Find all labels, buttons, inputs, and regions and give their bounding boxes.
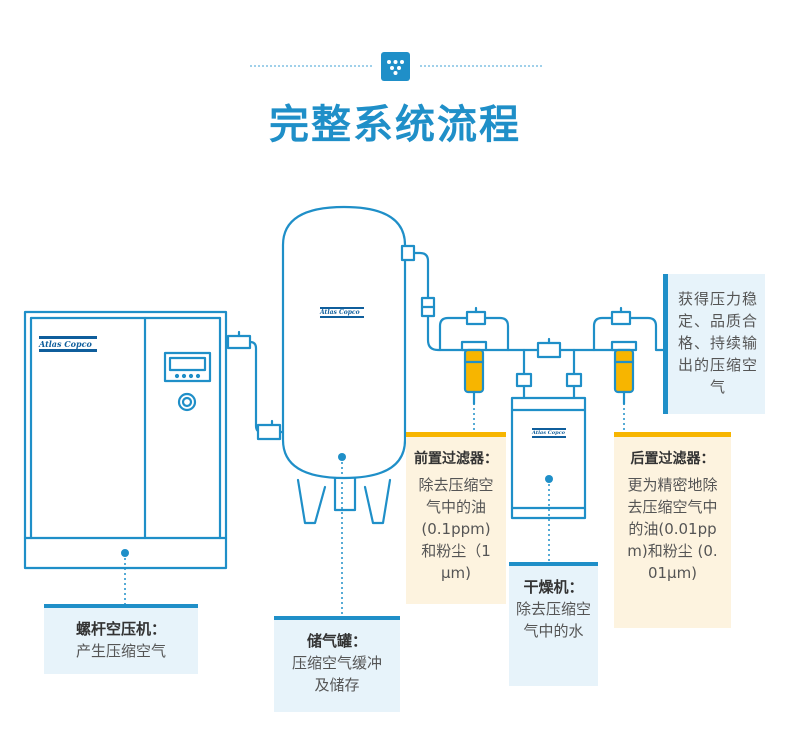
post-filter-card: 后置过滤器： 更为精密地除去压缩空气中的油(0.01ppm)和粉尘 (0.01μ… [614, 432, 731, 628]
title-divider-left [250, 65, 372, 67]
pre-filter-title: 前置过滤器： [414, 451, 498, 467]
air-tank [281, 205, 407, 525]
title-divider-right [420, 65, 542, 67]
tank-logo: Atlas Copco [320, 307, 364, 318]
pre-filter [460, 340, 488, 406]
post-filter-title: 后置过滤器： [630, 451, 715, 467]
screw-compressor [23, 310, 228, 570]
result-card: 获得压力稳定、品质合格、持续输出的压缩空气 [663, 274, 765, 414]
pre-filter-desc: 除去压缩空气中的油(0.1ppm)和粉尘（1μm) [418, 476, 494, 582]
dryer-logo: Atlas Copco [532, 428, 566, 438]
dryer-title: 干燥机： [523, 578, 584, 596]
page-title: 完整系统流程 [269, 102, 521, 148]
compressor-desc: 产生压缩空气 [75, 642, 166, 660]
dots-icon [381, 52, 410, 81]
tank-desc: 压缩空气缓冲及储存 [291, 654, 382, 694]
compressor-card: 螺杆空压机： 产生压缩空气 [44, 604, 198, 674]
dryer [510, 396, 587, 520]
compressor-title: 螺杆空压机： [75, 620, 166, 638]
post-filter-desc: 更为精密地除去压缩空气中的油(0.01ppm)和粉尘 (0.01μm) [627, 476, 718, 582]
result-desc: 获得压力稳定、品质合格、持续输出的压缩空气 [677, 290, 758, 396]
dryer-card: 干燥机： 除去压缩空气中的水 [509, 562, 598, 686]
tank-card: 储气罐： 压缩空气缓冲及储存 [274, 616, 400, 712]
tank-title: 储气罐： [306, 632, 367, 650]
pre-filter-card: 前置过滤器： 除去压缩空气中的油(0.1ppm)和粉尘（1μm) [406, 432, 506, 604]
compressor-logo: Atlas Copco [39, 336, 97, 352]
dryer-desc: 除去压缩空气中的水 [516, 600, 592, 640]
post-filter [610, 340, 638, 406]
